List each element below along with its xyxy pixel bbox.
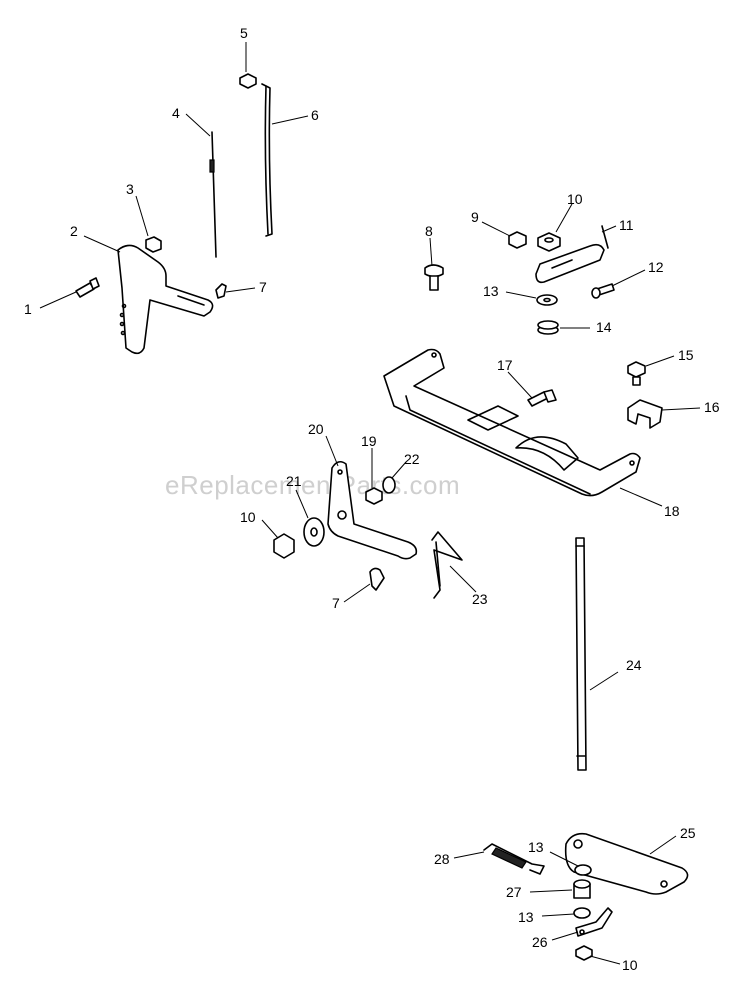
callout-18: 18: [664, 503, 680, 519]
part-1-screw: [75, 277, 100, 298]
part-3-nut: [145, 236, 162, 253]
callout-6: 6: [311, 107, 319, 123]
part-22-washer: [382, 476, 396, 494]
callout-8: 8: [425, 223, 433, 239]
callout-9: 9: [471, 209, 479, 225]
part-10-nut-lower: [575, 945, 593, 961]
part-21-washer: [303, 517, 325, 547]
part-23-wire-spring: [431, 531, 463, 599]
part-28-spring: [483, 843, 545, 875]
callout-13-middle: 13: [528, 839, 544, 855]
part-19-nut: [365, 487, 383, 505]
part-5-nut: [239, 73, 257, 89]
part-26-link: [575, 907, 613, 937]
part-13-washer-middle: [574, 864, 592, 876]
callout-labels: 1 2 3 4 5 6 7 8 9 10 11 12 13 14 15 16 1…: [24, 25, 720, 973]
callout-26: 26: [532, 934, 548, 950]
callout-13-lower: 13: [518, 909, 534, 925]
part-16-clip: [627, 399, 663, 429]
part-17-bolt: [527, 389, 557, 407]
part-7-clip-lower: [369, 567, 385, 591]
callout-1: 1: [24, 301, 32, 317]
part-2-bracket: [117, 244, 214, 355]
part-10-nut-middle: [273, 533, 295, 559]
part-12-bolt: [591, 283, 615, 299]
callout-10-middle: 10: [240, 509, 256, 525]
callout-21: 21: [286, 473, 302, 489]
callout-28: 28: [434, 851, 450, 867]
part-20-lever: [327, 460, 418, 560]
callout-14: 14: [596, 319, 612, 335]
watermark-text: eReplacementParts.com: [165, 470, 460, 500]
callout-12: 12: [648, 259, 664, 275]
callout-7-lower: 7: [332, 595, 340, 611]
leader-lines: [39, 42, 701, 965]
callout-5: 5: [240, 25, 248, 41]
part-4-cable: [209, 131, 217, 258]
callout-10-top: 10: [567, 191, 583, 207]
callout-3: 3: [126, 181, 134, 197]
part-11-lever: [535, 225, 609, 284]
callout-25: 25: [680, 825, 696, 841]
part-8-screw: [424, 264, 444, 291]
part-10-nut-top: [537, 232, 561, 252]
callout-16: 16: [704, 399, 720, 415]
callout-15: 15: [678, 347, 694, 363]
part-18-main-plate: [383, 348, 641, 497]
part-13-washer-top: [536, 294, 558, 306]
callout-19: 19: [361, 433, 377, 449]
part-7-clip-upper: [215, 283, 227, 299]
part-9-nut: [508, 231, 527, 249]
part-6-rod: [261, 83, 273, 237]
callout-17: 17: [497, 357, 513, 373]
callout-22: 22: [404, 451, 420, 467]
callout-23: 23: [472, 591, 488, 607]
callout-10-lower: 10: [622, 957, 638, 973]
callout-7-upper: 7: [259, 279, 267, 295]
callout-13-top: 13: [483, 283, 499, 299]
callout-20: 20: [308, 421, 324, 437]
part-14-spring-washer: [537, 320, 559, 335]
part-13-washer-lower: [573, 907, 591, 919]
part-15-bolt: [627, 361, 646, 386]
part-25-plate: [564, 832, 689, 895]
callout-27: 27: [506, 884, 522, 900]
callout-24: 24: [626, 657, 642, 673]
callout-11: 11: [619, 217, 634, 233]
callout-2: 2: [70, 223, 78, 239]
part-27-bushing: [573, 879, 591, 899]
callout-4: 4: [172, 105, 180, 121]
part-24-rod: [575, 537, 587, 771]
